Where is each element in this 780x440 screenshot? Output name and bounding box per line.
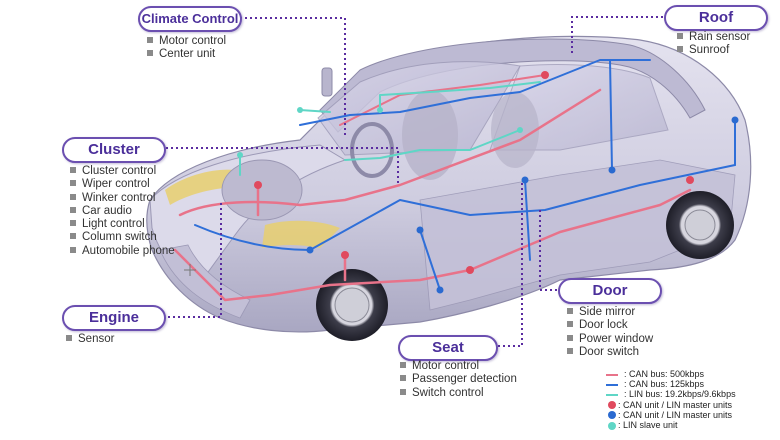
list-item: Sensor: [66, 333, 114, 346]
leader-cluster: [166, 147, 399, 185]
legend-swatch: [608, 421, 616, 430]
leader-lines: [166, 16, 663, 347]
seat-label: Seat: [398, 335, 498, 361]
headlight-right: [262, 220, 340, 248]
legend-row: : CAN bus: 500kbps: [606, 369, 736, 379]
cluster-items: Cluster control Wiper control Winker con…: [70, 165, 175, 258]
bus-wiring: [173, 59, 739, 302]
can-unit-dot: [341, 251, 349, 259]
can-unit-dot: [466, 266, 474, 274]
legend-swatch: [606, 373, 618, 376]
lin-line: [379, 81, 541, 111]
list-item: Winker control: [70, 192, 175, 205]
list-item: Sunroof: [677, 44, 750, 57]
headlight-left: [165, 169, 235, 205]
list-item: Cluster control: [70, 165, 175, 178]
legend-row: : CAN unit / LIN master units: [606, 410, 736, 420]
list-item: Center unit: [147, 48, 226, 61]
can-lin-dot: [436, 286, 444, 294]
engine-block: [221, 159, 303, 221]
can-500-line: [173, 188, 692, 302]
can-unit-dot: [254, 181, 262, 189]
legend-row: : CAN unit / LIN master units: [606, 400, 736, 410]
leader-engine: [168, 200, 222, 318]
legend-label: : CAN unit / LIN master units: [618, 409, 733, 420]
can-lin-dot: [521, 176, 529, 184]
front-wheel-hub: [334, 287, 370, 323]
can-lin-dot: [608, 166, 616, 174]
seat-items: Motor control Passenger detection Switch…: [400, 360, 517, 400]
leader-door: [539, 210, 557, 291]
list-item: Automobile phone: [70, 245, 175, 258]
legend-swatch: [608, 411, 616, 420]
can-125-line: [194, 164, 736, 251]
seat-front: [402, 90, 458, 180]
leader-climate: [240, 17, 346, 135]
list-item: Light control: [70, 218, 175, 231]
rear-wheel-hub: [684, 209, 716, 241]
leader-roof: [571, 16, 663, 55]
door-items: Side mirror Door lock Power window Door …: [567, 306, 653, 359]
lin-line: [239, 109, 331, 176]
legend: : CAN bus: 500kbps : CAN bus: 125kbps : …: [606, 369, 736, 430]
lin-slave-dot: [517, 127, 523, 133]
list-item: Column switch: [70, 231, 175, 244]
engine-label: Engine: [62, 305, 166, 331]
list-item: Switch control: [400, 387, 517, 400]
list-item: Car audio: [70, 205, 175, 218]
list-item: Door lock: [567, 319, 653, 332]
can-lin-dot: [731, 116, 739, 124]
list-item: Passenger detection: [400, 373, 517, 386]
climate-items: Motor control Center unit: [147, 35, 226, 62]
door-label: Door: [558, 278, 662, 304]
can-unit-dot: [541, 71, 549, 79]
list-item: Wiper control: [70, 178, 175, 191]
legend-swatch: [608, 401, 616, 410]
can-lin-dot: [306, 246, 314, 254]
roof-items: Rain sensor Sunroof: [677, 31, 750, 58]
list-item: Motor control: [147, 35, 226, 48]
side-mirror: [321, 67, 333, 97]
list-item: Motor control: [400, 360, 517, 373]
legend-label: : CAN bus: 125kbps: [624, 379, 705, 390]
roof-label: Roof: [664, 5, 768, 31]
legend-row: : CAN bus: 125kbps: [606, 379, 736, 389]
legend-row: : LIN slave unit: [606, 420, 736, 430]
lin-slave-dot: [377, 107, 383, 113]
cursor-crosshair-icon: [184, 264, 196, 276]
legend-label: : CAN bus: 500kbps: [624, 369, 705, 379]
list-item: Side mirror: [567, 306, 653, 319]
legend-row: : LIN bus: 19.2kbps/9.6kbps: [606, 389, 736, 399]
list-item: Rain sensor: [677, 31, 750, 44]
cluster-label: Cluster: [62, 137, 166, 163]
can-500-line: [339, 74, 546, 126]
legend-label: : LIN slave unit: [618, 419, 678, 430]
lin-slave-dot: [297, 107, 303, 113]
lin-line: [344, 129, 521, 161]
engine-items: Sensor: [66, 333, 114, 346]
can-125-line: [419, 59, 736, 291]
list-item: Door switch: [567, 346, 653, 359]
legend-swatch: [606, 383, 618, 386]
can-500-line: [256, 183, 347, 282]
can-125-line: [299, 59, 651, 126]
seat-rear: [491, 92, 539, 168]
climate-control-label: Climate Control: [138, 6, 242, 32]
can-unit-dot: [686, 176, 694, 184]
legend-swatch: [606, 394, 618, 396]
legend-label: : LIN bus: 19.2kbps/9.6kbps: [624, 389, 736, 400]
lin-slave-dot: [237, 152, 243, 158]
list-item: Power window: [567, 333, 653, 346]
legend-label: : CAN unit / LIN master units: [618, 399, 733, 410]
steering-wheel: [350, 122, 394, 178]
can-lin-dot: [416, 226, 424, 234]
